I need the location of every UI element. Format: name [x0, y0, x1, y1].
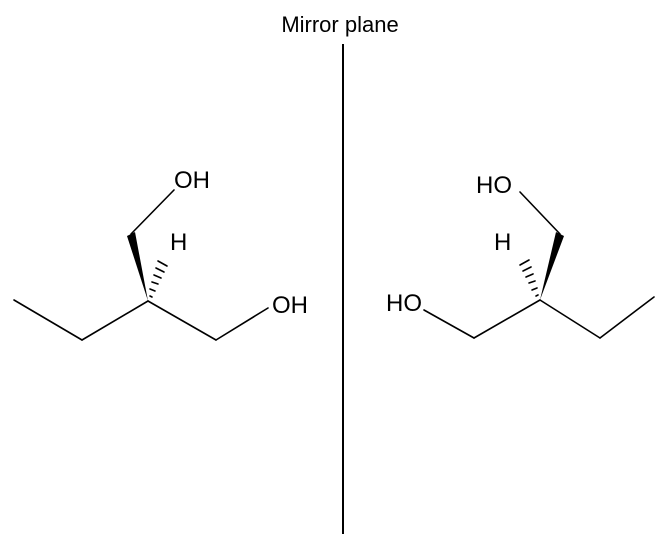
bond-ch2-oh-right — [215, 307, 269, 341]
right-enantiomer: HO H HO — [386, 172, 655, 339]
bond-ch-ch2 — [473, 299, 541, 339]
hash-bond-left — [149, 260, 168, 298]
wedge-bond-right — [540, 232, 564, 300]
bond-ethyl-ch2 — [539, 299, 601, 339]
bond-ethyl-ch2 — [81, 300, 149, 341]
label-h-left: H — [170, 229, 187, 256]
label-ho-left-right: HO — [386, 290, 422, 317]
hash-bond-right — [519, 259, 539, 297]
label-oh-top-left: OH — [174, 167, 210, 194]
bond-ch2-ho-top — [519, 191, 561, 235]
bond-ethyl-ch3 — [599, 296, 655, 339]
label-oh-right-left: OH — [272, 292, 308, 319]
label-ho-top-right: HO — [476, 172, 512, 199]
wedge-bond-left — [127, 232, 148, 301]
left-enantiomer: OH H OH — [13, 167, 308, 341]
mirror-plane-label: Mirror plane — [281, 12, 399, 37]
bond-ethyl-ch3 — [13, 299, 83, 341]
bond-ch2-ho-left — [423, 309, 475, 339]
label-h-right: H — [494, 229, 511, 256]
bond-ch-ch2 — [147, 300, 217, 341]
bond-ch2-oh-top — [130, 189, 175, 235]
